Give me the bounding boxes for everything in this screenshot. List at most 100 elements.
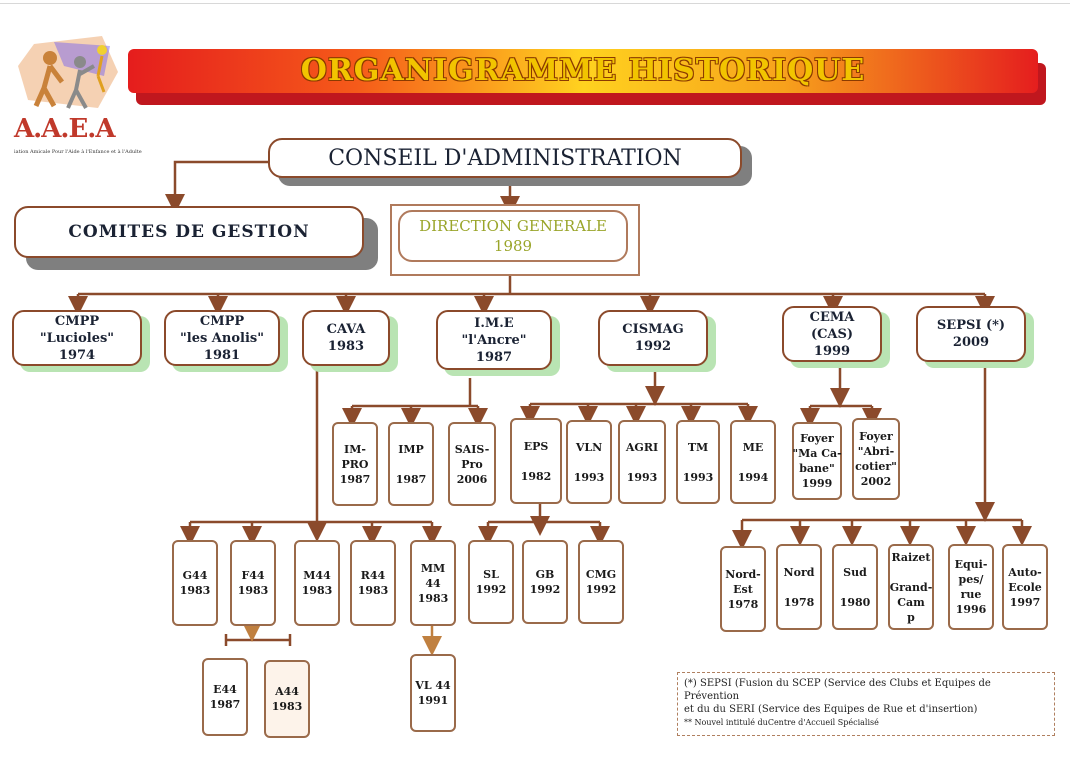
- service-line: 1981: [203, 347, 241, 363]
- cema-unit-line: Foyer: [859, 430, 893, 443]
- cava-unit-line: MM: [420, 561, 446, 575]
- cismag-unit-line: 1993: [573, 470, 605, 484]
- cismag-unit-box: TM 1993: [676, 420, 720, 504]
- service-box: SEPSI (*) 2009: [916, 306, 1026, 362]
- sepsi-unit-line: Equi-: [954, 558, 988, 571]
- sepsi-unit-line: Cam: [897, 595, 925, 609]
- service-line: 1974: [58, 347, 96, 363]
- cava-unit-line: R44: [360, 569, 386, 582]
- service-line: CISMAG: [622, 322, 684, 337]
- cismag-unit-box: VLN 1993: [566, 420, 612, 504]
- logo-subtitle: iation Amicale Pour l'Aide à l'Enfance e…: [14, 149, 142, 155]
- mm44-unit-line: VL 44: [415, 679, 451, 692]
- sepsi-unit-line: 1996: [955, 603, 987, 616]
- service-line: 1999: [813, 343, 851, 359]
- logo-text: A.A.E.A: [14, 114, 116, 144]
- service-line: CMPP: [199, 313, 245, 329]
- sepsi-unit-line: Est: [733, 582, 753, 596]
- cava-unit-line: F44: [241, 569, 265, 582]
- sepsi-unit-line: rue: [960, 588, 982, 601]
- top-rule: [0, 3, 1070, 4]
- board-box: CONSEIL D'ADMINISTRATION: [268, 138, 742, 178]
- mm44-unit-line: 1991: [417, 694, 449, 707]
- service-line: 1992: [634, 339, 672, 354]
- sepsi-unit-line: Nord: [783, 565, 815, 579]
- cema-unit-line: cotier": [855, 460, 897, 473]
- service-line: SEPSI (*): [936, 318, 1006, 333]
- footnote-line-1: (*) SEPSI (Fusion du SCEP (Service des C…: [684, 678, 991, 702]
- cismag-unit-box: EPS 1982: [510, 418, 562, 504]
- service-line: 1987: [475, 349, 513, 365]
- cava-unit-line: 1983: [179, 584, 211, 597]
- direction-box: DIRECTION GENERALE 1989: [398, 210, 628, 262]
- cava-unit-line: 1983: [237, 584, 269, 597]
- ime-unit-line: SAIS-: [454, 442, 490, 456]
- ime-unit-line: [409, 457, 413, 472]
- sepsi-unit-line: Ecole: [1008, 580, 1042, 594]
- cismag-unit-line: AGRI: [625, 440, 659, 454]
- footnote-line-2: et du du SERI (Service des Equipes de Ru…: [684, 704, 978, 715]
- eps-unit-line: SL: [483, 568, 499, 581]
- service-box: CMPP"Lucioles"1974: [12, 310, 142, 366]
- committees-label: COMITES DE GESTION: [68, 222, 310, 242]
- service-line: "Lucioles": [39, 330, 115, 346]
- sepsi-unit-line: 1980: [839, 595, 871, 609]
- sepsi-unit-box: Equi-pes/rue 1996: [948, 544, 994, 630]
- logo: A.A.E.A iation Amicale Pour l'Aide à l'E…: [14, 36, 142, 164]
- cismag-unit-line: 1993: [626, 470, 658, 484]
- service-line: CAVA: [326, 322, 366, 337]
- cismag-unit-line: [587, 455, 591, 470]
- cava-unit-box: F44 1983: [230, 540, 276, 626]
- service-box: CEMA(CAS)1999: [782, 306, 882, 362]
- ime-unit-line: IM-: [344, 442, 366, 456]
- service-line: 2009: [952, 335, 990, 350]
- cema-unit-line: bane": [799, 462, 835, 475]
- sepsi-unit-line: Nord-: [725, 567, 761, 581]
- service-line: "l'Ancre": [461, 332, 527, 348]
- cismag-unit-line: [534, 454, 538, 469]
- ime-unit-line: Pro: [461, 457, 483, 471]
- cava-unit-line: 44: [425, 576, 441, 590]
- cava-unit-line: 1983: [301, 584, 333, 597]
- sepsi-unit-line: pes/: [958, 573, 984, 586]
- cismag-unit-line: [640, 455, 644, 470]
- cema-unit-line: 1999: [801, 477, 833, 490]
- cema-unit-line: Foyer: [800, 432, 834, 445]
- direction-title: DIRECTION GENERALE: [419, 217, 607, 235]
- direction-year: 1989: [493, 237, 533, 255]
- service-line: CMPP: [54, 313, 100, 329]
- sepsi-unit-line: Raizet: [891, 550, 931, 564]
- sepsi-unit-box: Nord 1978: [776, 544, 822, 630]
- sepsi-unit-line: 1997: [1009, 595, 1041, 609]
- service-box: CMPP"les Anolis"1981: [164, 310, 280, 366]
- sepsi-unit-line: Sud: [843, 565, 867, 579]
- cava-unit-line: 1983: [417, 591, 449, 605]
- cismag-unit-line: EPS: [523, 439, 549, 453]
- ime-unit-line: 1987: [339, 472, 371, 486]
- sepsi-unit-box: Sud 1980: [832, 544, 878, 630]
- service-line: (CAS): [810, 326, 854, 342]
- service-line: I.M.E: [474, 315, 514, 331]
- ime-unit-line: 2006: [456, 472, 488, 486]
- cismag-unit-line: 1993: [682, 470, 714, 484]
- mm44-unit-box: VL 44 1991: [410, 654, 456, 732]
- sepsi-unit-line: 1978: [727, 597, 759, 611]
- sepsi-unit-line: p: [907, 610, 915, 624]
- ime-unit-line: 1987: [395, 472, 427, 486]
- cema-unit-box: Foyer"Ma Ca-bane"1999: [792, 422, 842, 500]
- cismag-unit-line: 1994: [737, 470, 769, 484]
- cismag-unit-box: ME 1994: [730, 420, 776, 504]
- board-label: CONSEIL D'ADMINISTRATION: [328, 145, 682, 171]
- cismag-unit-line: 1982: [520, 469, 552, 483]
- eps-unit-line: 1992: [529, 583, 561, 596]
